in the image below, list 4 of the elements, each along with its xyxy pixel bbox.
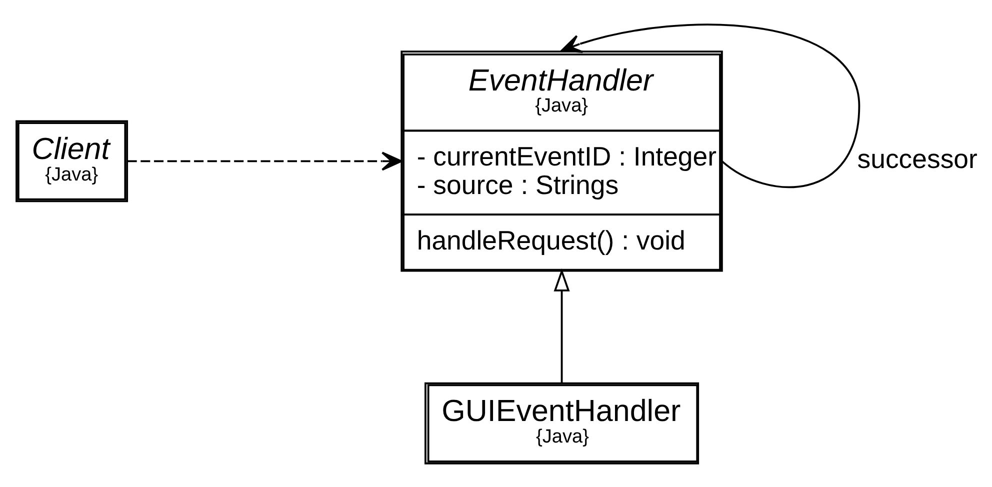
arrow [127, 152, 402, 171]
edge-label: successor [857, 144, 978, 174]
arrow [554, 268, 570, 383]
arrow [560, 24, 860, 188]
